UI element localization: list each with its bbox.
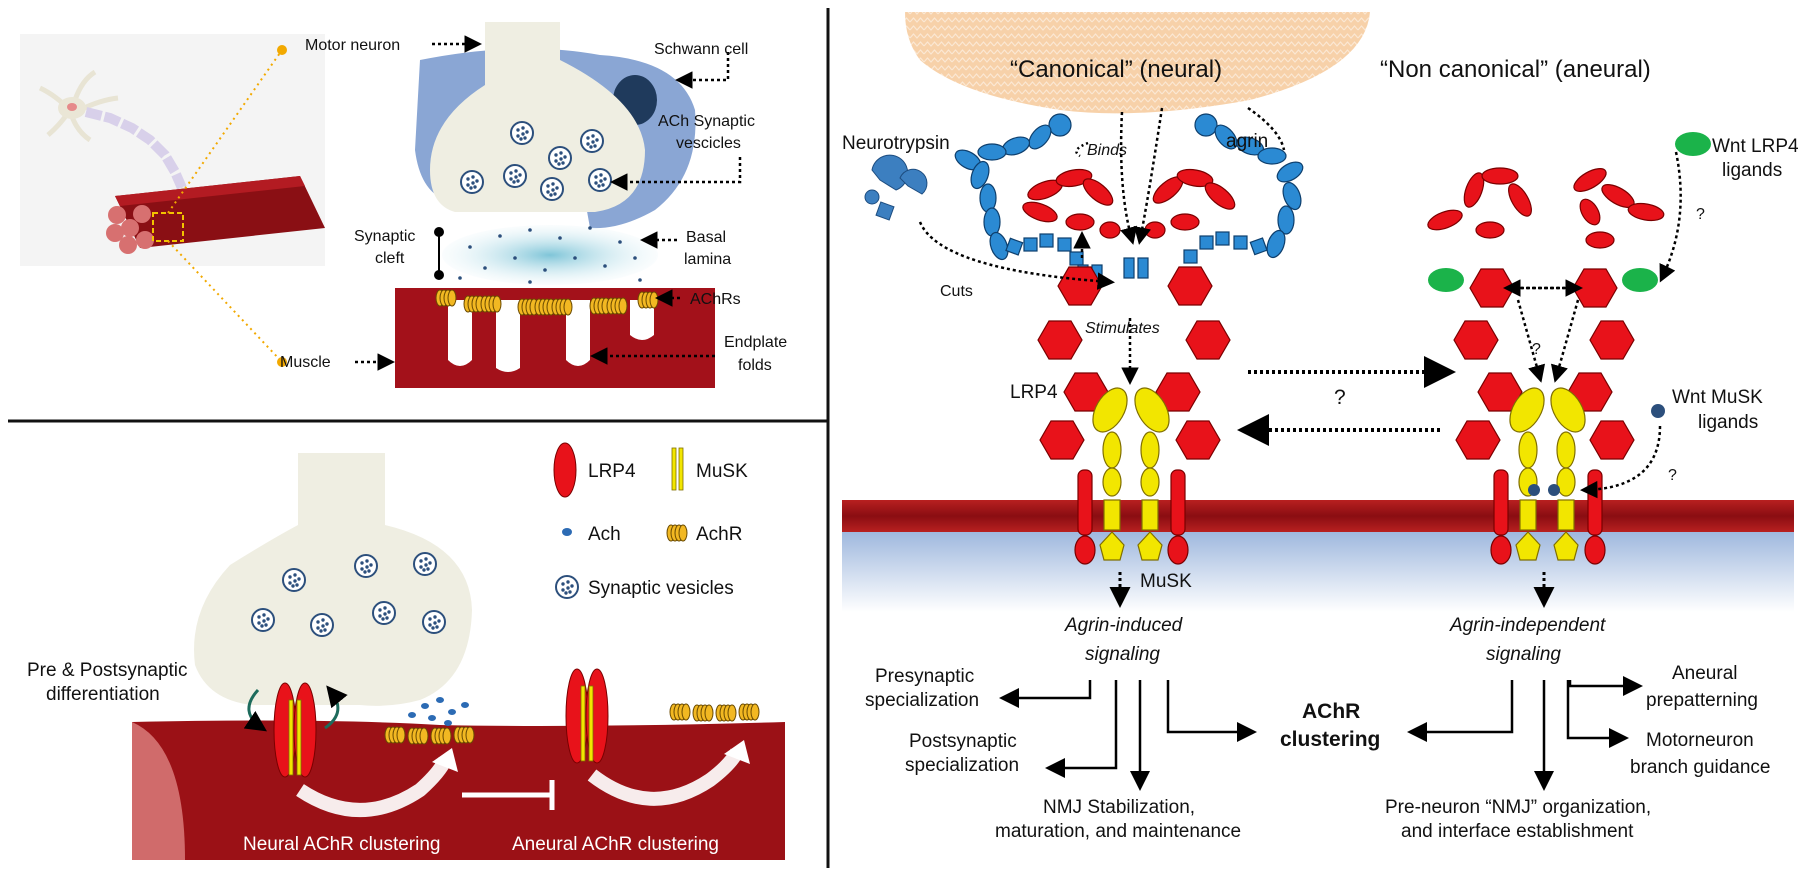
aneural-achr-cluster xyxy=(669,703,760,722)
musk-non-canonical xyxy=(1509,387,1586,561)
label-preneuron-1: Pre-neuron “NMJ” organization, xyxy=(1385,797,1651,818)
legend-musk-swatch xyxy=(671,447,677,491)
legend-ach-label: Ach xyxy=(588,524,621,545)
label-question-center: ? xyxy=(1334,386,1346,409)
label-pre-post-2: differentiation xyxy=(46,684,160,705)
bottom-ach-dots xyxy=(408,697,469,726)
label-preneuron-2: and interface establishment xyxy=(1401,821,1634,842)
label-question-lrp4-dimer: ? xyxy=(1532,341,1541,358)
label-aneural-pre-1: Aneural xyxy=(1672,663,1738,684)
label-agrin-indep-1: Agrin-independent xyxy=(1449,615,1606,636)
label-motorneuron-1: Motorneuron xyxy=(1646,730,1754,751)
label-question-wnt-musk: ? xyxy=(1668,467,1677,484)
label-achr-clustering-2: clustering xyxy=(1280,728,1380,751)
neural-receptor-complex xyxy=(273,682,317,778)
label-neurotrypsin: Neurotrypsin xyxy=(842,133,950,154)
right-cytoplasm xyxy=(842,532,1794,612)
label-wnt-musk-2: ligands xyxy=(1698,412,1758,433)
label-question-wnt-lrp4: ? xyxy=(1696,206,1705,223)
label-cuts: Cuts xyxy=(940,283,973,300)
label-motor-neuron: Motor neuron xyxy=(305,37,400,54)
legend-achr-label: AchR xyxy=(696,524,742,545)
label-postsyn-1: Postsynaptic xyxy=(909,731,1017,752)
label-basal-lamina-1: Basal xyxy=(686,229,726,246)
bottom-nerve-terminal xyxy=(194,453,472,706)
legend: LRP4 MuSK Ach AchR Synaptic vesicles xyxy=(553,442,748,599)
label-aneural-clustering: Aneural AChR clustering xyxy=(512,834,719,855)
agrin-chains xyxy=(954,113,1304,286)
bottom-left-panel: LRP4 MuSK Ach AchR Synaptic vesicles Pre… xyxy=(27,442,785,860)
legend-ach-swatch xyxy=(562,528,572,536)
label-pre-post-1: Pre & Postsynaptic xyxy=(27,660,188,681)
label-synaptic-cleft-2: cleft xyxy=(375,250,405,267)
legend-musk-label: MuSK xyxy=(696,461,748,482)
label-presyn-2: specialization xyxy=(865,690,979,711)
label-achrs: AChRs xyxy=(690,291,741,308)
label-lrp4: LRP4 xyxy=(1010,382,1058,403)
label-agrin-induced-1: Agrin-induced xyxy=(1064,615,1184,636)
label-stimulates: Stimulates xyxy=(1085,320,1160,337)
label-aneural-pre-2: prepatterning xyxy=(1646,690,1758,711)
label-canonical: “Canonical” (neural) xyxy=(1010,56,1222,83)
wnt-musk-ligand-icon xyxy=(1651,404,1665,418)
label-achr-clustering-1: AChR xyxy=(1302,700,1360,723)
label-agrin-induced-2: signaling xyxy=(1085,644,1160,665)
label-ach-vesicles-2: vescicles xyxy=(676,135,741,152)
canonical-complex xyxy=(954,113,1304,565)
musk-canonical xyxy=(1092,387,1170,561)
legend-vesicles-label: Synaptic vesicles xyxy=(588,578,734,599)
right-nerve-terminal xyxy=(905,12,1370,114)
label-endplate-1: Endplate xyxy=(724,334,787,351)
ach-dots xyxy=(458,226,642,284)
legend-achr-swatch xyxy=(666,524,688,542)
nerve-terminal xyxy=(430,22,645,212)
wnt-lrp4-ligand-bound-left xyxy=(1428,268,1464,292)
label-agrin: agrin xyxy=(1226,131,1268,152)
wnt-lrp4-ligand-bound-right xyxy=(1622,268,1658,292)
label-postsyn-2: specialization xyxy=(905,755,1019,776)
label-synaptic-cleft-1: Synaptic xyxy=(354,228,415,245)
label-wnt-lrp4-2: ligands xyxy=(1722,160,1782,181)
label-binds: Binds xyxy=(1087,142,1127,159)
label-motorneuron-2: branch guidance xyxy=(1630,757,1771,778)
muscle-fiber-bundle xyxy=(106,176,325,254)
aneural-receptor-complex xyxy=(565,668,609,764)
neurotrypsin-icon xyxy=(864,154,928,221)
label-nmj-1: NMJ Stabilization, xyxy=(1043,797,1195,818)
label-neural-clustering: Neural AChR clustering xyxy=(243,834,440,855)
label-wnt-lrp4-1: Wnt LRP4 xyxy=(1712,136,1799,157)
label-ach-vesicles-1: ACh Synaptic xyxy=(658,113,755,130)
endplate-fold xyxy=(448,300,472,366)
wnt-lrp4-ligand-icon xyxy=(1675,132,1711,156)
label-presyn-1: Presynaptic xyxy=(875,666,974,687)
label-schwann-cell: Schwann cell xyxy=(654,41,748,58)
right-panel: “Canonical” (neural) “Non canonical” (an… xyxy=(842,12,1799,842)
legend-lrp4-swatch xyxy=(553,442,577,498)
right-membrane xyxy=(842,500,1794,532)
label-agrin-indep-2: signaling xyxy=(1486,644,1561,665)
label-nmj-2: maturation, and maintenance xyxy=(995,821,1241,842)
legend-lrp4-label: LRP4 xyxy=(588,461,636,482)
legend-vesicle-swatch xyxy=(555,575,579,599)
label-endplate-2: folds xyxy=(738,357,772,374)
label-non-canonical: “Non canonical” (aneural) xyxy=(1380,56,1651,83)
label-basal-lamina-2: lamina xyxy=(684,251,731,268)
top-left-panel: Motor neuron Schwann cell ACh Synaptic v… xyxy=(20,22,787,388)
basal-lamina xyxy=(442,225,658,285)
label-musk: MuSK xyxy=(1140,571,1192,592)
label-wnt-musk-1: Wnt MuSK xyxy=(1672,387,1763,408)
label-muscle: Muscle xyxy=(280,354,331,371)
non-canonical-complex xyxy=(1427,167,1665,565)
